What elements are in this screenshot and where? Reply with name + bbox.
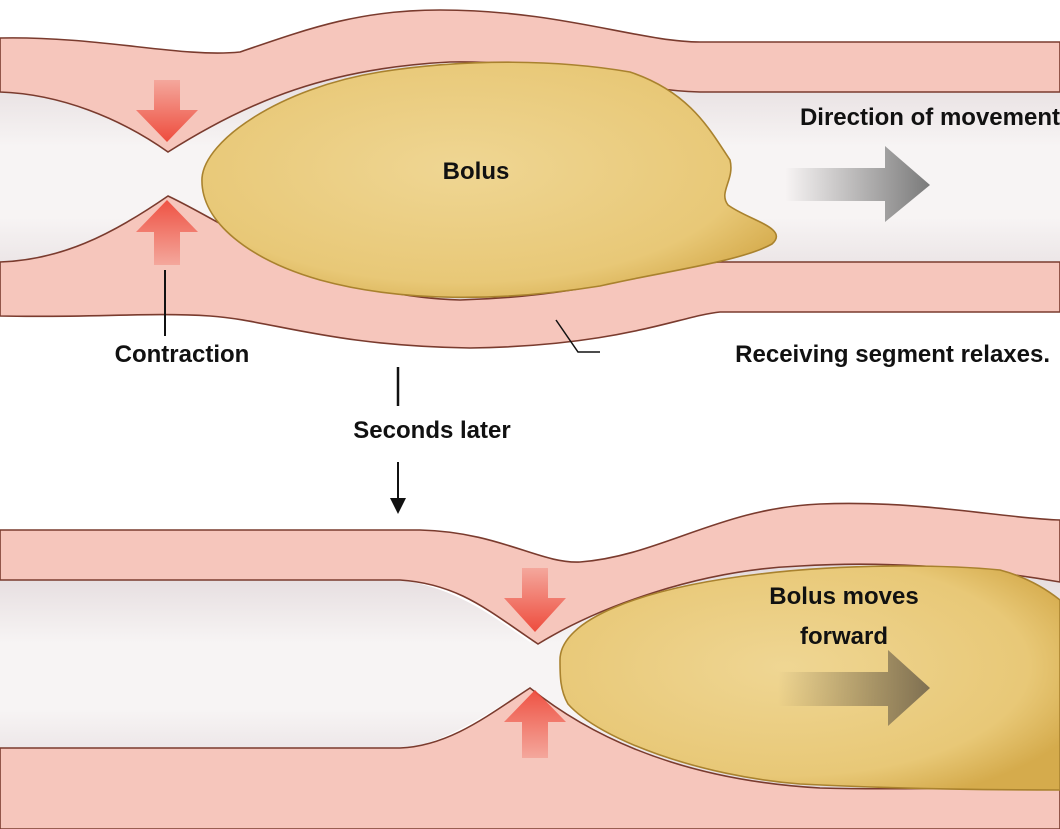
bolus-label: Bolus bbox=[443, 158, 510, 185]
receiving-label: Receiving segment relaxes. bbox=[735, 341, 1050, 368]
bottom-panel: Bolus moves forward bbox=[0, 503, 1060, 829]
bolus-moves-label-line1: Bolus moves bbox=[769, 583, 918, 610]
top-panel: Bolus Direction of movement Contraction … bbox=[0, 10, 1060, 368]
contraction-label: Contraction bbox=[115, 341, 250, 368]
direction-label: Direction of movement bbox=[800, 104, 1060, 131]
bolus-moves-label-line2: forward bbox=[800, 623, 888, 650]
time-arrow-icon bbox=[390, 498, 406, 514]
seconds-later-label: Seconds later bbox=[353, 417, 510, 444]
time-transition: Seconds later bbox=[353, 367, 510, 514]
